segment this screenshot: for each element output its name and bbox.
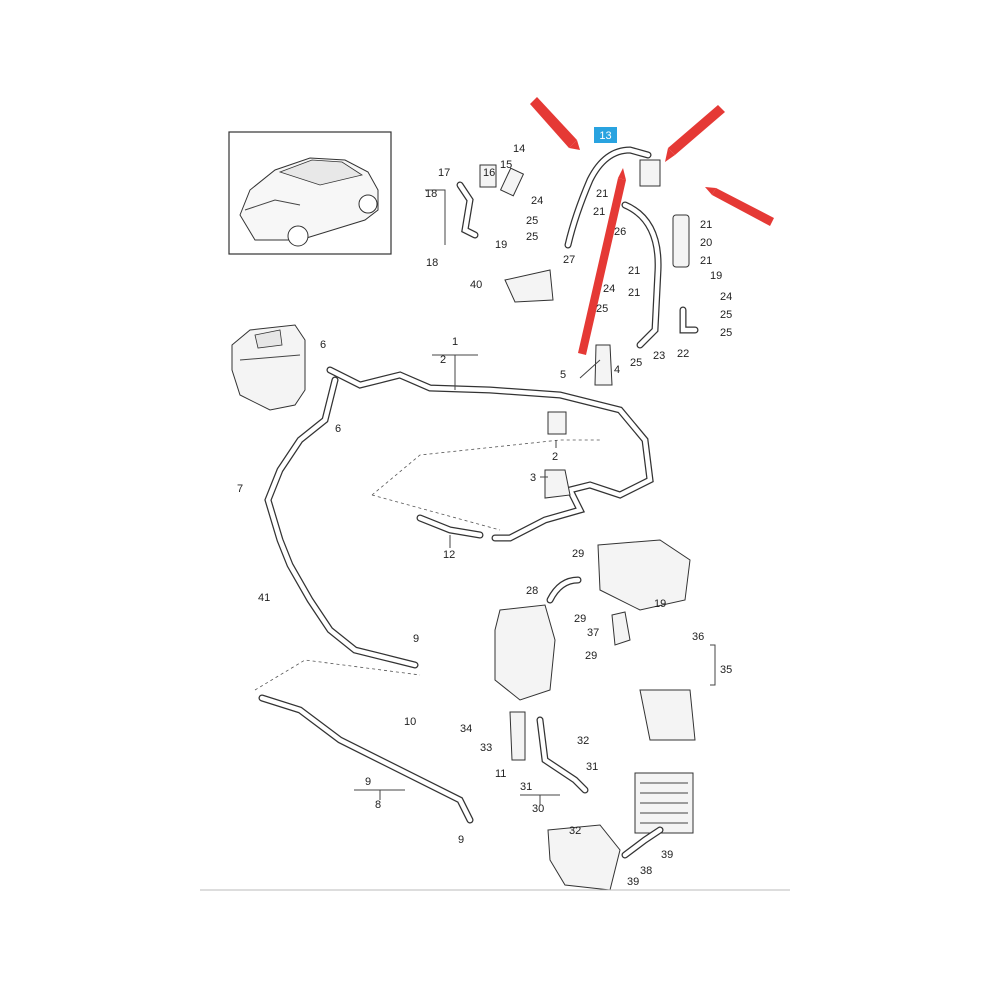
callout-21: 21 xyxy=(700,255,712,267)
arrow-left xyxy=(530,97,577,148)
callout-24: 24 xyxy=(720,291,732,303)
callout-18: 18 xyxy=(426,257,438,269)
callout-17: 17 xyxy=(438,167,450,179)
engine-parts xyxy=(494,539,696,891)
callout-21: 21 xyxy=(593,206,605,218)
callout-41: 41 xyxy=(258,592,270,604)
callout-32: 32 xyxy=(569,825,581,837)
callout-19: 19 xyxy=(495,239,507,251)
callout-29: 29 xyxy=(574,613,586,625)
callout-11: 11 xyxy=(495,768,506,780)
callout-2: 2 xyxy=(440,354,446,366)
callout-34: 34 xyxy=(460,723,472,735)
callout-30: 30 xyxy=(532,803,544,815)
callout-38: 38 xyxy=(640,865,652,877)
callout-7: 7 xyxy=(237,483,243,495)
callout-5: 5 xyxy=(560,369,566,381)
callout-19: 19 xyxy=(710,270,722,282)
callout-25: 25 xyxy=(630,357,642,369)
callout-21: 21 xyxy=(596,188,608,200)
callout-37: 37 xyxy=(587,627,599,639)
callout-31: 31 xyxy=(586,761,598,773)
red-arrows xyxy=(530,97,774,355)
callout-35: 35 xyxy=(720,664,732,676)
highlight-callout-13: 13 xyxy=(594,127,617,143)
callout-32: 32 xyxy=(577,735,589,747)
callout-24: 24 xyxy=(603,283,615,295)
callout-6: 6 xyxy=(320,339,326,351)
callout-25: 25 xyxy=(596,303,608,315)
callout-22: 22 xyxy=(677,348,689,360)
callout-12: 12 xyxy=(443,549,455,561)
callout-10: 10 xyxy=(404,716,416,728)
callout-29: 29 xyxy=(585,650,597,662)
callout-25: 25 xyxy=(720,309,732,321)
callout-33: 33 xyxy=(480,742,492,754)
callout-21: 21 xyxy=(628,287,640,299)
callout-26: 26 xyxy=(614,226,626,238)
callout-21: 21 xyxy=(628,265,640,277)
callout-39: 39 xyxy=(627,876,639,888)
callout-19: 19 xyxy=(654,598,666,610)
vehicle-thumbnail xyxy=(228,131,392,255)
callout-16: 16 xyxy=(483,167,495,179)
callout-27: 27 xyxy=(563,254,575,266)
callout-25: 25 xyxy=(526,231,538,243)
callout-1: 1 xyxy=(452,336,458,348)
callout-23: 23 xyxy=(653,350,665,362)
callout-31: 31 xyxy=(520,781,532,793)
callout-25: 25 xyxy=(720,327,732,339)
arrow-right xyxy=(712,188,774,226)
arrow-center xyxy=(578,178,626,355)
upper-hose-assembly xyxy=(456,146,699,386)
callout-24: 24 xyxy=(531,195,543,207)
callout-labels: 14 15 16 17 18 18 19 24 25 25 27 21 21 2… xyxy=(237,143,732,888)
callout-20: 20 xyxy=(700,237,712,249)
main-coolant-line xyxy=(264,366,654,669)
expansion-tank xyxy=(231,324,306,411)
callout-36: 36 xyxy=(692,631,704,643)
callout-9: 9 xyxy=(413,633,419,645)
callout-8: 8 xyxy=(375,799,381,811)
callout-15: 15 xyxy=(500,159,512,171)
highlight-label: 13 xyxy=(599,130,611,142)
callout-28: 28 xyxy=(526,585,538,597)
callout-14: 14 xyxy=(513,143,525,155)
callout-18: 18 xyxy=(425,188,437,200)
callout-21: 21 xyxy=(700,219,712,231)
callout-3: 3 xyxy=(530,472,536,484)
callout-9: 9 xyxy=(458,834,464,846)
callout-6: 6 xyxy=(335,423,341,435)
callout-39: 39 xyxy=(661,849,673,861)
callout-leaders xyxy=(354,189,716,805)
callout-4: 4 xyxy=(614,364,620,376)
callout-9: 9 xyxy=(365,776,371,788)
callout-29: 29 xyxy=(572,548,584,560)
lower-left-line xyxy=(254,659,474,824)
callout-25: 25 xyxy=(526,215,538,227)
callout-2: 2 xyxy=(552,451,558,463)
arrow-top-right xyxy=(668,105,725,155)
callout-40: 40 xyxy=(470,279,482,291)
